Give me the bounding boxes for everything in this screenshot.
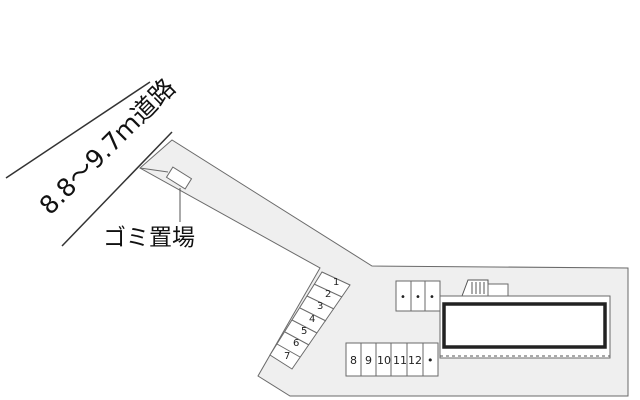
bike-slots: • • •: [395, 280, 441, 312]
road-edge-lower: [61, 131, 173, 247]
road-edge-upper: [5, 81, 151, 179]
parking-slot-label: 5: [301, 326, 307, 337]
bike-slot-dot: •: [429, 292, 435, 303]
building: [439, 295, 611, 359]
bike-slot-dot: •: [415, 292, 421, 303]
parking-slot-label: 3: [317, 301, 323, 312]
parking-slot-label: 6: [293, 338, 299, 349]
parking-diagonal: 1 2 3 4 5 6 7: [269, 271, 351, 370]
bike-slot-dot: •: [400, 292, 406, 303]
parking-slot-label: 1: [333, 277, 339, 288]
parking-slot-label: 9: [365, 354, 372, 367]
parking-horizontal: 8 9 10 11 12 •: [345, 342, 439, 377]
garbage-label: ゴミ置場: [103, 225, 195, 251]
parking-slot-dot: •: [427, 354, 434, 367]
parking-slot-label: 4: [309, 314, 315, 325]
parking-slot-label: 8: [350, 354, 357, 367]
parking-slot-label: 12: [408, 354, 422, 367]
staircase-landing: [487, 283, 509, 297]
parking-slot-label: 10: [377, 354, 391, 367]
parking-slot-label: 2: [325, 289, 331, 300]
garbage-area: [139, 166, 193, 222]
parking-slot-label: 11: [393, 354, 407, 367]
parking-slot-label: 7: [284, 351, 290, 362]
